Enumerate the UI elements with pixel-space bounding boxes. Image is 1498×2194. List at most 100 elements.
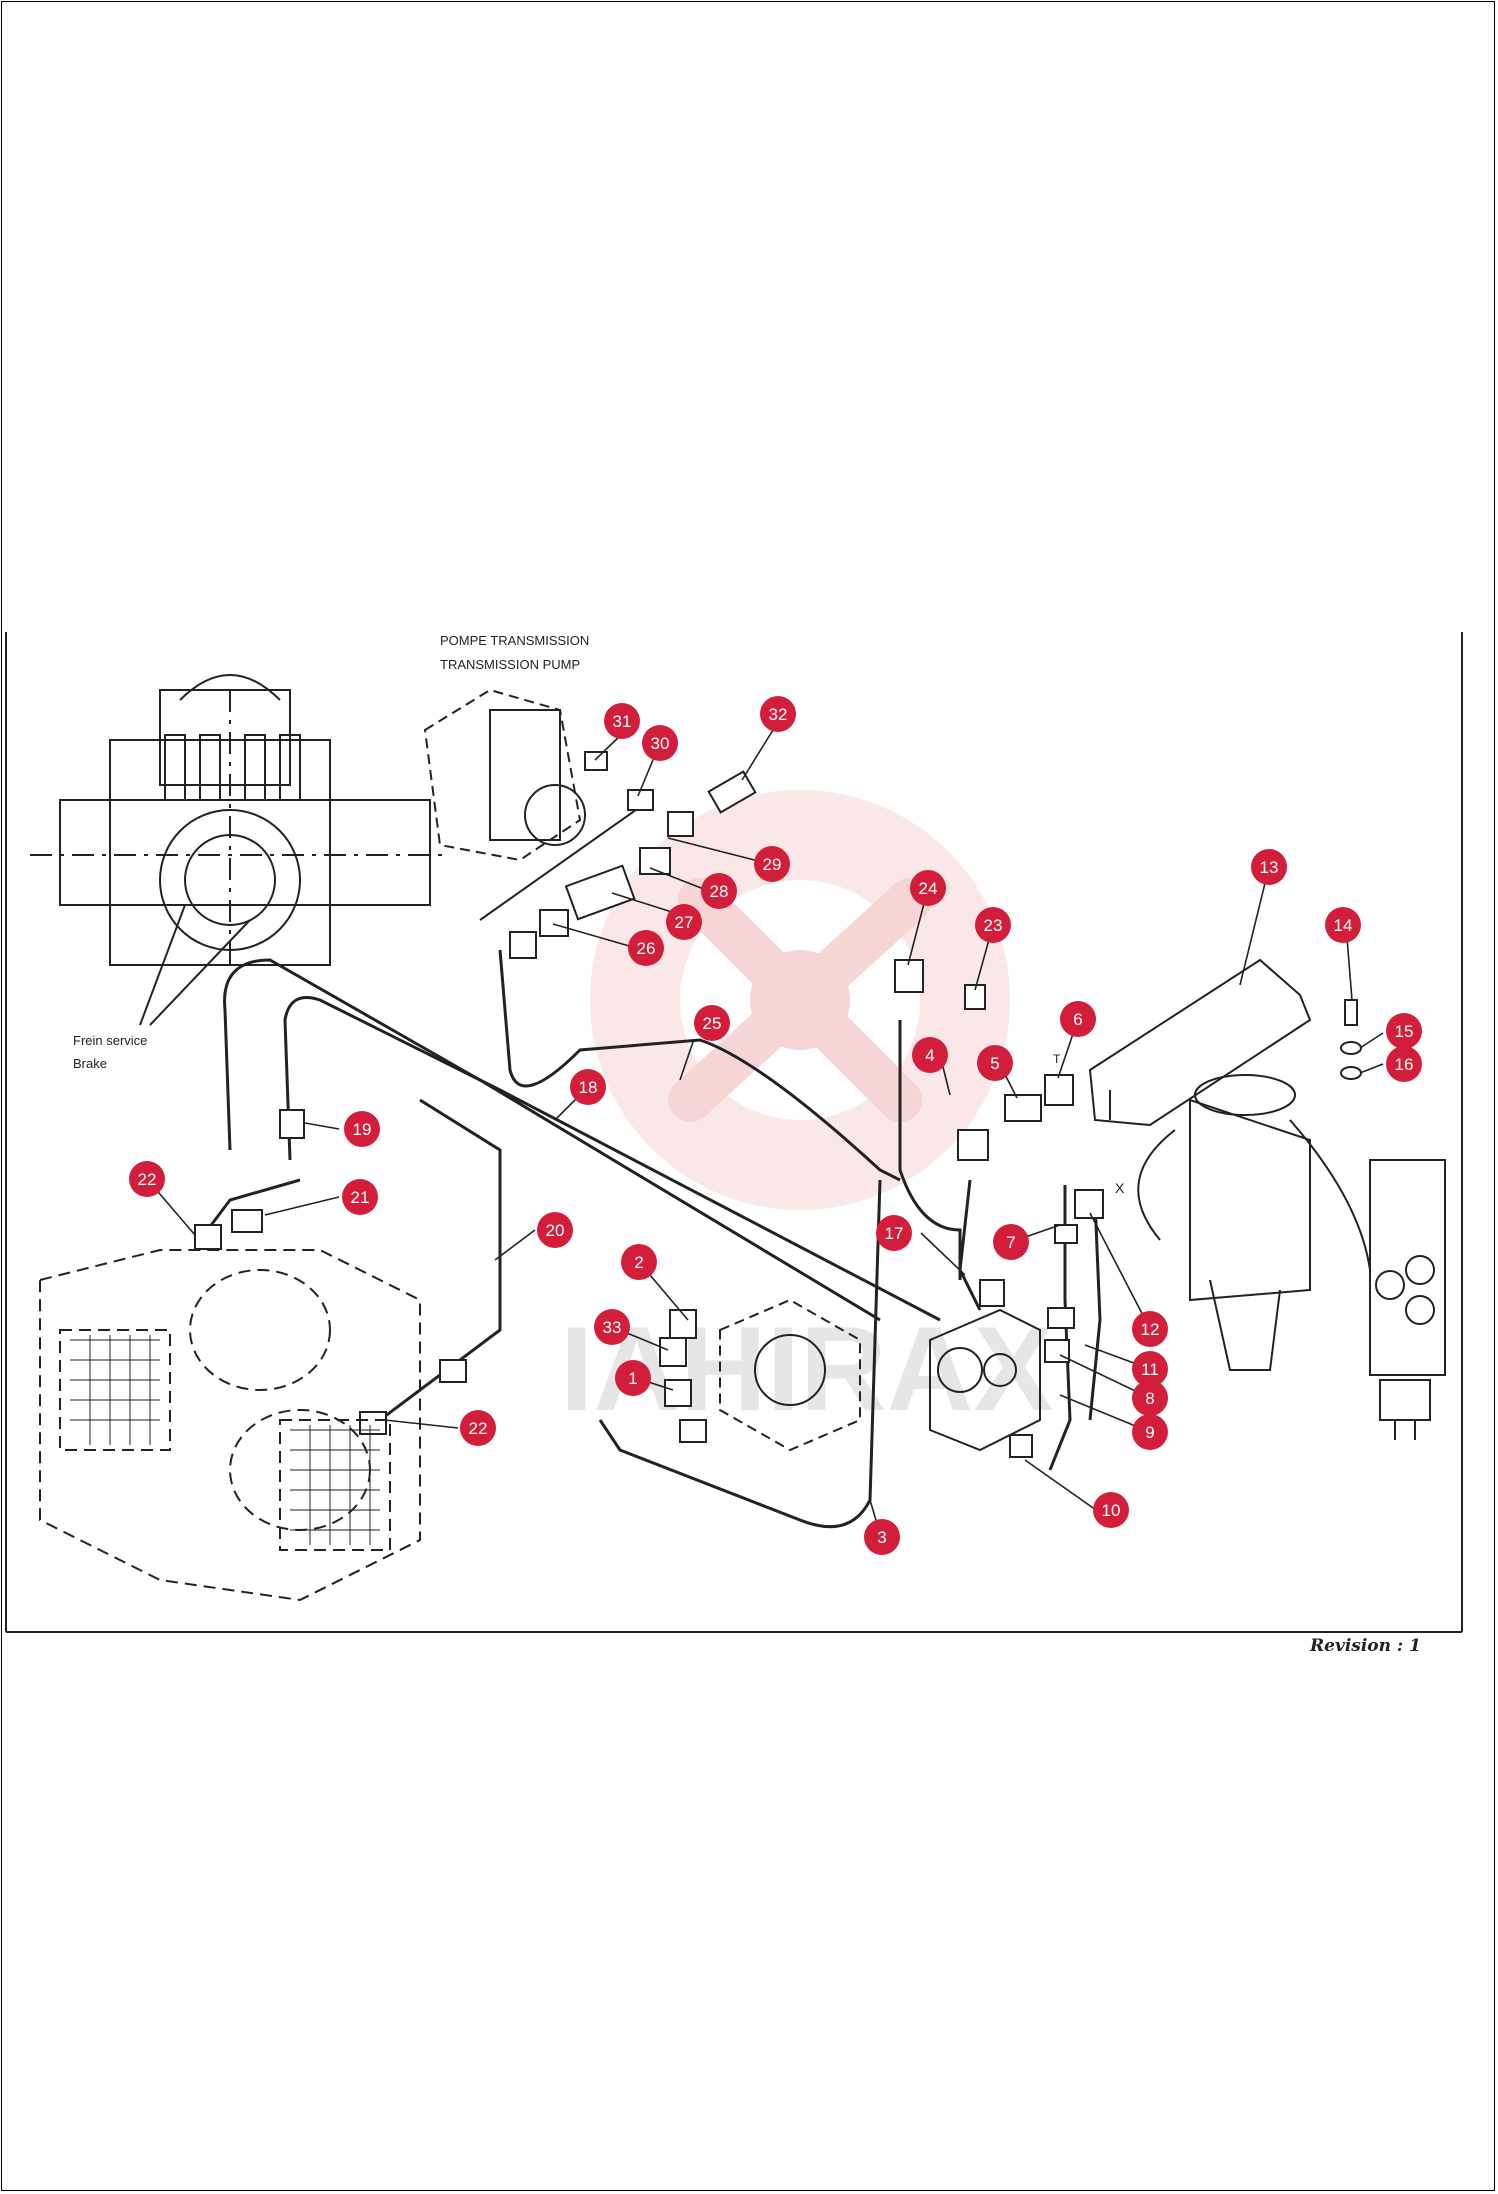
valve-and-cylinder-drawing: [1088, 958, 1446, 1440]
callout-bubble: [570, 1069, 606, 1105]
callout-25[interactable]: 25: [694, 1005, 730, 1041]
callout-bubble: [760, 696, 796, 732]
callout-3[interactable]: 3: [864, 1519, 900, 1555]
callout-bubble: [594, 1309, 630, 1345]
callout-29[interactable]: 29: [754, 846, 790, 882]
callout-bubble: [912, 1037, 948, 1073]
callout-22a[interactable]: 22: [129, 1161, 165, 1197]
callout-bubble: [876, 1215, 912, 1251]
callout-bubble: [1132, 1414, 1168, 1450]
callout-number: 2: [634, 1253, 643, 1272]
callout-bubble: [604, 703, 640, 739]
callout-22b[interactable]: 22: [460, 1410, 496, 1446]
callout-23[interactable]: 23: [975, 907, 1011, 943]
callout-bubble: [537, 1212, 573, 1248]
callout-8[interactable]: 8: [1132, 1380, 1168, 1416]
callout-bubble: [1251, 849, 1287, 885]
callout-7[interactable]: 7: [993, 1224, 1029, 1260]
callout-number: 15: [1395, 1022, 1414, 1041]
brake-assembly-drawing: [30, 674, 450, 1026]
callout-number: 14: [1334, 916, 1353, 935]
callout-number: 31: [613, 712, 632, 731]
callout-bubble: [666, 904, 702, 940]
callout-bubble: [1060, 1001, 1096, 1037]
callout-number: 3: [877, 1528, 886, 1547]
callout-bubble: [701, 873, 737, 909]
callout-number: 21: [351, 1188, 370, 1207]
callout-number: 12: [1141, 1320, 1160, 1339]
callout-bubble: [621, 1244, 657, 1280]
callout-bubble: [1386, 1013, 1422, 1049]
callout-bubble: [754, 846, 790, 882]
callout-number: 17: [885, 1224, 904, 1243]
callout-number: 16: [1395, 1055, 1414, 1074]
callout-number: 28: [710, 882, 729, 901]
callout-number: 20: [546, 1221, 565, 1240]
callout-10[interactable]: 10: [1093, 1492, 1129, 1528]
engine-grille: [70, 1335, 380, 1545]
callout-21[interactable]: 21: [342, 1179, 378, 1215]
callout-5[interactable]: 5: [977, 1045, 1013, 1081]
callout-bubble: [993, 1224, 1029, 1260]
callout-bubble: [615, 1360, 651, 1396]
callout-number: 33: [603, 1318, 622, 1337]
callout-12[interactable]: 12: [1132, 1311, 1168, 1347]
callout-bubble: [642, 725, 678, 761]
callout-number: 22: [469, 1419, 488, 1438]
mark-x: X: [1115, 1180, 1125, 1196]
callout-number: 18: [579, 1078, 598, 1097]
callout-31[interactable]: 31: [604, 703, 640, 739]
callout-20[interactable]: 20: [537, 1212, 573, 1248]
callout-26[interactable]: 26: [628, 930, 664, 966]
callout-bubble: [1386, 1046, 1422, 1082]
callout-32[interactable]: 32: [760, 696, 796, 732]
callout-13[interactable]: 13: [1251, 849, 1287, 885]
callout-bubble: [1132, 1311, 1168, 1347]
callout-9[interactable]: 9: [1132, 1414, 1168, 1450]
callout-number: 1: [628, 1369, 637, 1388]
callout-number: 24: [919, 879, 938, 898]
callout-number: 25: [703, 1014, 722, 1033]
callout-33[interactable]: 33: [594, 1309, 630, 1345]
callout-bubble: [460, 1410, 496, 1446]
pump-label-en: TRANSMISSION PUMP: [440, 657, 580, 672]
callout-bubble: [1325, 907, 1361, 943]
callout-number: 13: [1260, 858, 1279, 877]
callout-bubble: [910, 870, 946, 906]
callout-bubble: [1132, 1351, 1168, 1387]
callout-11[interactable]: 11: [1132, 1351, 1168, 1387]
callout-bubble: [344, 1111, 380, 1147]
callout-bubble: [694, 1005, 730, 1041]
callout-19[interactable]: 19: [344, 1111, 380, 1147]
callout-30[interactable]: 30: [642, 725, 678, 761]
callout-bubble: [129, 1161, 165, 1197]
callout-number: 4: [925, 1046, 934, 1065]
callout-6[interactable]: 6: [1060, 1001, 1096, 1037]
callout-27[interactable]: 27: [666, 904, 702, 940]
callout-number: 5: [990, 1054, 999, 1073]
callout-4[interactable]: 4: [912, 1037, 948, 1073]
callout-17[interactable]: 17: [876, 1215, 912, 1251]
callout-16[interactable]: 16: [1386, 1046, 1422, 1082]
callout-24[interactable]: 24: [910, 870, 946, 906]
pump-label-fr: POMPE TRANSMISSION: [440, 633, 589, 648]
callout-15[interactable]: 15: [1386, 1013, 1422, 1049]
callout-number: 6: [1073, 1010, 1082, 1029]
callout-bubble: [1093, 1492, 1129, 1528]
watermark-logo: [590, 790, 1010, 1210]
callout-2[interactable]: 2: [621, 1244, 657, 1280]
callout-number: 26: [637, 939, 656, 958]
brake-label-en: Brake: [73, 1056, 107, 1071]
callout-number: 32: [769, 705, 788, 724]
callout-bubble: [975, 907, 1011, 943]
callout-18[interactable]: 18: [570, 1069, 606, 1105]
callout-1[interactable]: 1: [615, 1360, 651, 1396]
callout-28[interactable]: 28: [701, 873, 737, 909]
callout-bubble: [1132, 1380, 1168, 1416]
callout-number: 19: [353, 1120, 372, 1139]
pump-manifold-drawing: [719, 1298, 1041, 1452]
callout-14[interactable]: 14: [1325, 907, 1361, 943]
